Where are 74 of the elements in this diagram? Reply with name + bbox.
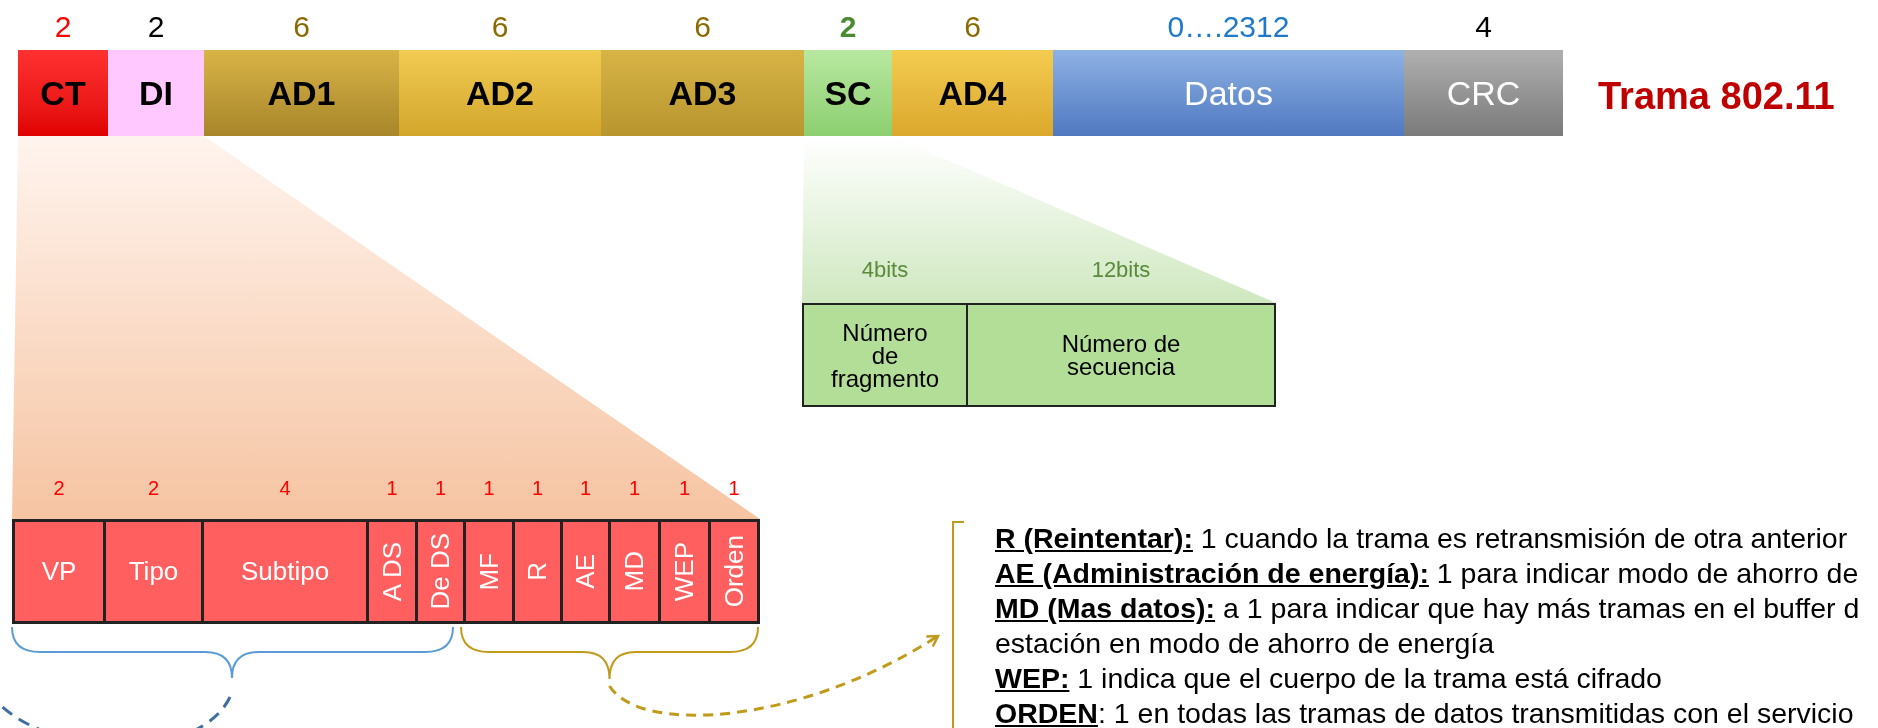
frame-field xyxy=(108,50,204,136)
size-label: 2 xyxy=(146,9,166,45)
dashed-arrow xyxy=(608,634,940,717)
field-label: MD xyxy=(618,551,650,592)
field-label: AD2 xyxy=(466,72,534,114)
field-label: Tipo xyxy=(128,555,179,588)
frame-field xyxy=(1053,50,1404,136)
note-text: AE (Administración de energía): 1 para indicar modo de ahorro de xyxy=(995,556,1860,591)
frame-field xyxy=(804,50,892,136)
frame-field xyxy=(399,50,601,136)
bit-field xyxy=(12,519,106,624)
frame-field xyxy=(892,50,1053,136)
bit-field xyxy=(103,519,204,624)
size-label: 2 xyxy=(53,9,73,45)
size-label: 4 xyxy=(278,476,292,501)
size-label: 1 xyxy=(482,476,496,501)
field-label: CT xyxy=(40,72,86,114)
curly-brace xyxy=(460,626,759,680)
bit-field xyxy=(560,519,611,624)
title: Trama 802.11 xyxy=(1598,74,1835,119)
field-label: Orden xyxy=(717,535,750,608)
field-label: VP xyxy=(41,555,77,588)
note-text: MD (Mas datos): a 1 para indicar que hay más tramas en el buffer d estación en modo de ahorro de energía xyxy=(995,591,1861,661)
field-label: Número de fragmento xyxy=(829,320,941,390)
field-label: Número de secuencia xyxy=(1060,332,1182,378)
subfield-box xyxy=(966,303,1276,407)
field-label: AD4 xyxy=(938,72,1007,114)
size-label: 2 xyxy=(838,9,858,45)
size-label: 6 xyxy=(292,9,311,45)
size-label: 2 xyxy=(146,476,161,501)
frame-field xyxy=(1404,50,1563,136)
size-label: 1 xyxy=(530,476,545,501)
size-label: 2 xyxy=(52,476,66,501)
bit-field xyxy=(512,519,563,624)
frame-field xyxy=(204,50,399,136)
bit-field xyxy=(708,519,760,624)
field-label: AD1 xyxy=(267,72,336,114)
frame-field xyxy=(18,50,108,136)
size-label: 6 xyxy=(490,9,510,45)
size-label: 6 xyxy=(693,9,712,45)
size-label: 1 xyxy=(627,476,642,501)
size-label: 1 xyxy=(677,476,692,501)
field-label: AD3 xyxy=(668,72,737,114)
field-label: Datos xyxy=(1184,72,1273,114)
bit-field xyxy=(463,519,515,624)
note-text: ORDEN: 1 en todas las tramas de datos transmitidas con el servicio xyxy=(995,696,1855,728)
size-label: 4 xyxy=(1474,9,1493,45)
field-label: De DS xyxy=(424,533,456,610)
size-label: 0….2312 xyxy=(1166,9,1291,45)
field-label: MF xyxy=(472,552,505,591)
size-label: 1 xyxy=(727,476,741,501)
size-label: 12bits xyxy=(1090,256,1152,284)
size-label: 1 xyxy=(578,476,593,501)
field-label: AE xyxy=(569,554,601,589)
field-label: A DS xyxy=(375,541,408,602)
field-label: WEP xyxy=(668,541,700,602)
bit-field xyxy=(201,519,369,624)
field-label: R xyxy=(521,562,553,581)
bit-field xyxy=(415,519,466,624)
size-label: 1 xyxy=(433,476,448,501)
note-text: WEP: 1 indica que el cuerpo de la trama está cifrado xyxy=(995,661,1663,696)
note-text: R (Reintentar): 1 cuando la trama es retransmisión de otra anterior xyxy=(995,521,1849,556)
bit-field xyxy=(366,519,418,624)
bit-field xyxy=(608,519,661,624)
subfield-box xyxy=(802,303,968,407)
size-label: 1 xyxy=(385,476,399,501)
field-label: Subtipo xyxy=(240,555,330,588)
size-label: 6 xyxy=(963,9,982,45)
field-label: DI xyxy=(139,72,173,114)
frame-field xyxy=(601,50,804,136)
size-label: 4bits xyxy=(860,256,910,284)
field-label: CRC xyxy=(1446,72,1521,114)
bit-field xyxy=(658,519,711,624)
field-label: SC xyxy=(824,72,872,114)
